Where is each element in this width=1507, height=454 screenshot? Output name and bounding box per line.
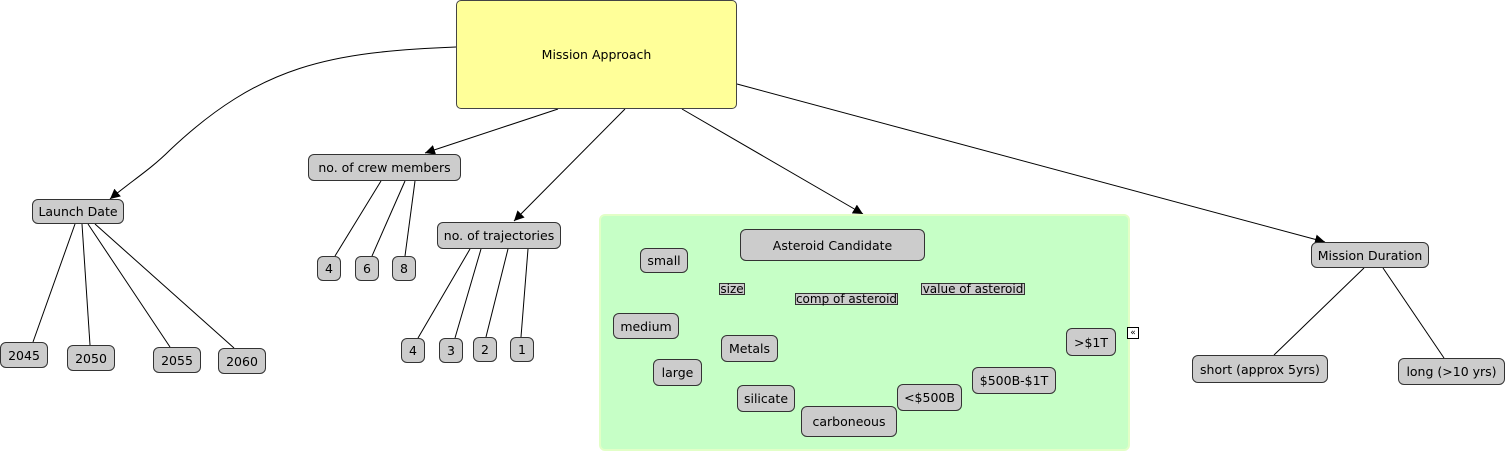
launch-year-2045-node[interactable]: 2045 xyxy=(0,342,48,368)
size-small-node[interactable]: small xyxy=(640,248,688,273)
edge-launch-2050 xyxy=(81,223,91,346)
edge-crew-6 xyxy=(371,180,406,257)
launch-date-node[interactable]: Launch Date xyxy=(32,199,124,224)
crew-count-8-node[interactable]: 8 xyxy=(392,256,416,281)
mission-approach-node[interactable]: Mission Approach xyxy=(456,0,737,109)
edge-root-launch-date xyxy=(109,46,457,200)
value-over-1t-node[interactable]: >$1T xyxy=(1066,328,1116,356)
double-chevron-left-icon[interactable]: « xyxy=(1127,327,1139,339)
launch-year-2055-node[interactable]: 2055 xyxy=(153,347,201,373)
asteroid-candidate-node[interactable]: Asteroid Candidate xyxy=(740,229,925,261)
crew-members-node[interactable]: no. of crew members xyxy=(308,154,461,181)
edge-launch-2045 xyxy=(32,223,76,343)
composition-metals-node[interactable]: Metals xyxy=(721,335,778,362)
edge-traj-1 xyxy=(520,248,529,338)
trajectory-count-1-node[interactable]: 1 xyxy=(510,337,534,362)
edge-launch-2055 xyxy=(87,223,171,348)
value-500b-1t-node[interactable]: $500B-$1T xyxy=(972,367,1056,394)
edge-duration-long xyxy=(1382,267,1445,359)
trajectory-count-2-node[interactable]: 2 xyxy=(473,337,497,362)
edge-root-trajectories xyxy=(513,108,626,222)
edge-traj-4 xyxy=(417,248,471,339)
trajectory-count-4-node[interactable]: 4 xyxy=(401,338,425,363)
edge-crew-4 xyxy=(334,180,382,257)
edge-crew-8 xyxy=(404,180,416,257)
crew-count-4-node[interactable]: 4 xyxy=(317,256,341,281)
value-linking-phrase[interactable]: value of asteroid xyxy=(921,282,1025,296)
composition-carboneous-node[interactable]: carboneous xyxy=(801,406,897,437)
size-large-node[interactable]: large xyxy=(653,359,702,386)
composition-silicate-node[interactable]: silicate xyxy=(737,385,795,412)
edge-launch-2060 xyxy=(94,223,235,349)
size-linking-phrase[interactable]: size xyxy=(719,282,745,296)
edge-traj-3 xyxy=(454,248,482,339)
composition-linking-phrase[interactable]: comp of asteroid xyxy=(795,292,898,306)
value-under-500b-node[interactable]: <$500B xyxy=(897,384,962,411)
launch-year-2050-node[interactable]: 2050 xyxy=(67,345,115,371)
size-medium-node[interactable]: medium xyxy=(613,313,679,339)
launch-year-2060-node[interactable]: 2060 xyxy=(218,348,266,374)
duration-long-node[interactable]: long (>10 yrs) xyxy=(1398,358,1505,385)
edge-root-crew xyxy=(424,108,559,155)
edge-traj-2 xyxy=(485,248,509,338)
duration-short-node[interactable]: short (approx 5yrs) xyxy=(1192,355,1328,383)
edge-duration-short xyxy=(1273,267,1365,356)
crew-count-6-node[interactable]: 6 xyxy=(355,256,379,281)
trajectory-count-3-node[interactable]: 3 xyxy=(439,338,463,363)
edge-root-asteroid xyxy=(681,108,864,215)
edge-root-duration xyxy=(736,83,1326,245)
trajectories-node[interactable]: no. of trajectories xyxy=(437,222,561,249)
mission-duration-node[interactable]: Mission Duration xyxy=(1311,242,1429,268)
